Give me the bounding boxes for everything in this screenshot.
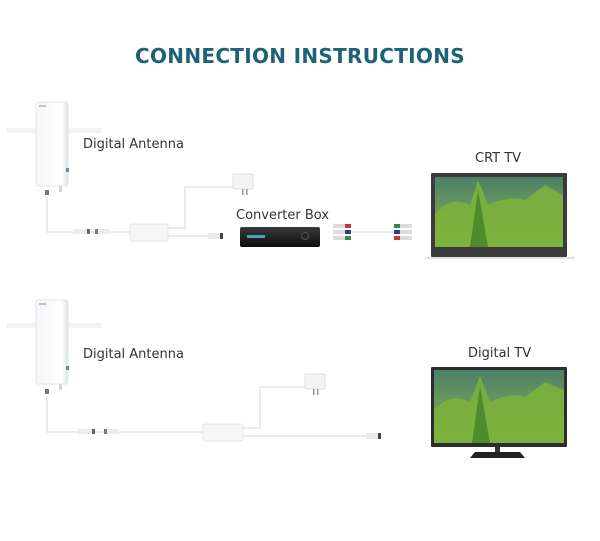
antenna-label-top: Digital Antenna — [83, 137, 184, 152]
coax-connector — [45, 190, 49, 195]
antenna-connector — [66, 168, 69, 172]
antenna-bottom — [6, 299, 101, 394]
crt-tv-label: CRT TV — [475, 151, 522, 166]
digital-tv — [431, 367, 567, 458]
power-adapter-bottom — [304, 373, 326, 395]
antenna-logo — [39, 105, 46, 107]
antenna-panel — [35, 101, 69, 187]
splitter-bottom — [202, 423, 244, 442]
power-adapter-top — [232, 173, 254, 195]
rca-cable — [333, 224, 412, 240]
page-title: CONNECTION INSTRUCTIONS — [135, 44, 465, 68]
antenna-label-bottom: Digital Antenna — [83, 347, 184, 362]
box-display — [247, 235, 265, 238]
converter-box-label: Converter Box — [236, 208, 330, 223]
digital-tv-label: Digital TV — [468, 346, 532, 361]
crt-tv — [425, 173, 575, 259]
converter-box — [240, 227, 320, 247]
cable-bottom — [46, 386, 372, 437]
splitter-top — [129, 223, 169, 242]
antenna-top — [6, 101, 101, 195]
